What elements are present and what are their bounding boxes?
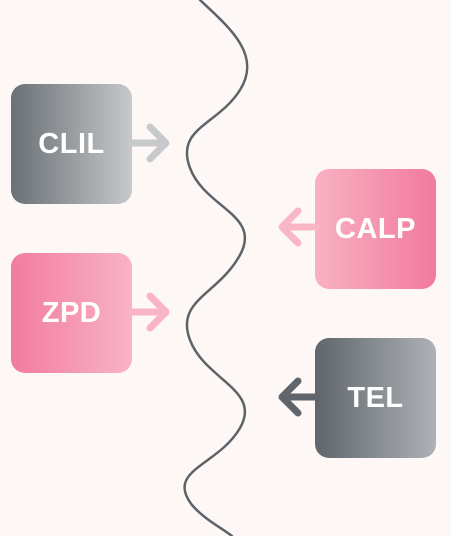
tel-label: TEL xyxy=(347,381,404,414)
clil-label: CLIL xyxy=(38,127,105,160)
arrow-left-icon xyxy=(278,207,320,247)
clil-box: CLIL xyxy=(11,84,132,204)
zpd-box: ZPD xyxy=(11,253,132,373)
arrow-left-icon xyxy=(278,377,320,417)
calp-box: CALP xyxy=(315,169,436,289)
arrow-right-icon xyxy=(128,123,170,163)
calp-label: CALP xyxy=(335,212,416,245)
arrow-right-icon xyxy=(128,292,170,332)
tel-box: TEL xyxy=(315,338,436,458)
zpd-label: ZPD xyxy=(41,296,102,329)
